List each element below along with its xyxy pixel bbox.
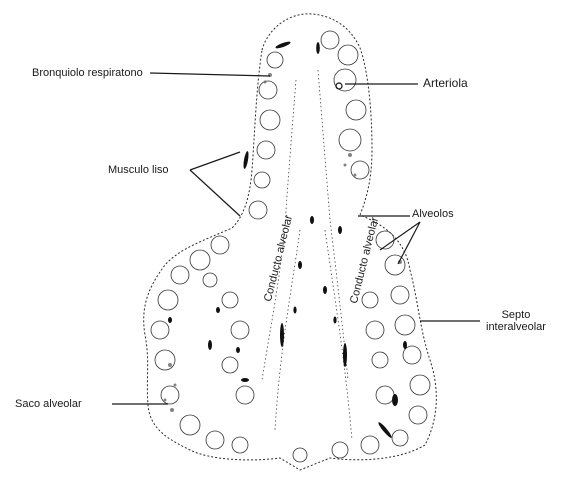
leader-musculo-upper <box>190 152 240 170</box>
leader-alveolos-lower <box>398 222 420 264</box>
label-septo-interalveolar: Septo interalveolar <box>486 309 546 333</box>
label-septo-line2: interalveolar <box>486 321 546 333</box>
leader-alveolos-mid <box>380 222 420 250</box>
label-bronquiolo-respiratorio: Bronquiolo respiratono <box>32 67 143 79</box>
leader-bronquiolo <box>150 73 270 76</box>
alveolar-texture <box>151 31 430 462</box>
label-saco-alveolar: Saco alveolar <box>15 398 82 410</box>
label-septo-line1: Septo <box>486 309 546 321</box>
label-arteriola: Arteriola <box>423 77 468 89</box>
leader-lines <box>112 73 480 404</box>
label-alveolos: Alveolos <box>412 208 454 220</box>
label-musculo-liso: Musculo liso <box>108 164 169 176</box>
leader-musculo-lower <box>190 170 240 216</box>
